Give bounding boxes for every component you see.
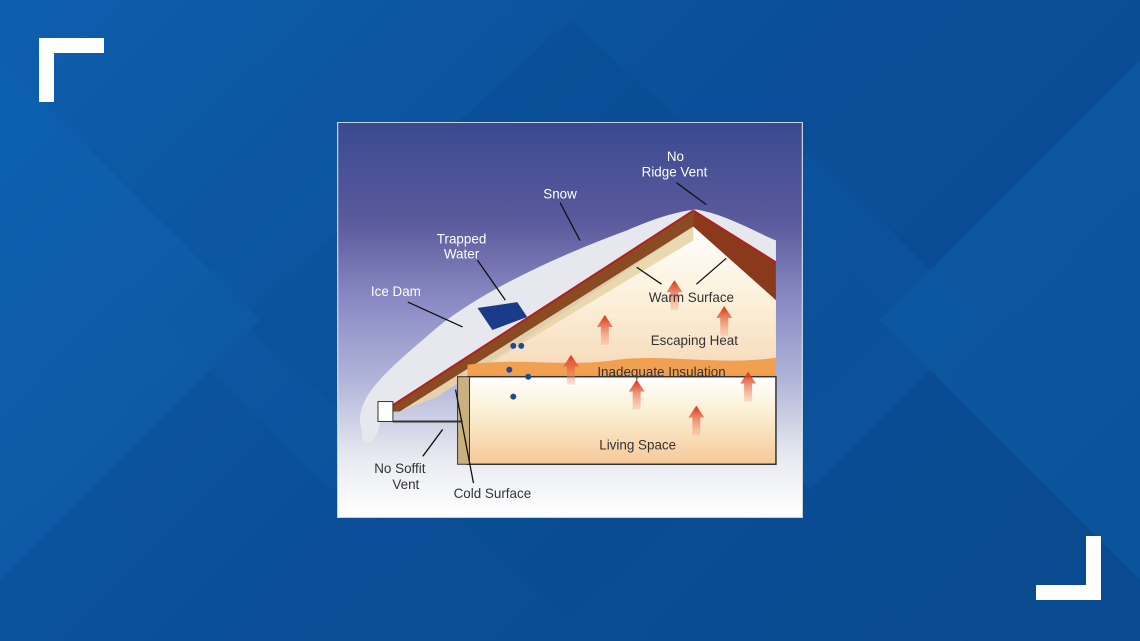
label-no-ridge-vent-line2: Ridge Vent (642, 165, 708, 180)
callout-arrows (407, 182, 727, 484)
roof-underside (399, 226, 694, 412)
label-no-soffit-vent-line2: Vent (392, 477, 419, 492)
label-trapped-water-line1: Trapped (437, 231, 487, 246)
heat-arrow-icon (628, 379, 645, 410)
label-living-space: Living Space (599, 437, 676, 452)
callout-line (559, 202, 581, 241)
label-snow: Snow (543, 187, 577, 202)
water-drops (506, 342, 532, 400)
label-warm-surface: Warm Surface (649, 290, 734, 305)
label-cold-surface: Cold Surface (454, 486, 532, 501)
callout-line (407, 301, 463, 328)
heat-arrow-icon (666, 280, 683, 311)
heat-arrow-icon (740, 371, 757, 402)
fascia (377, 401, 394, 422)
label-inadequate-insulation: Inadequate Insulation (597, 365, 725, 380)
water-drop (525, 373, 532, 380)
heat-arrow-icon (716, 306, 733, 336)
label-ice-dam: Ice Dam (371, 284, 421, 299)
living-space (466, 375, 777, 466)
roof-right (693, 210, 776, 301)
heat-arrow-icon (688, 405, 705, 436)
callout-line (676, 182, 707, 206)
heat-arrows (563, 280, 757, 436)
callout-line (695, 257, 727, 285)
snow (359, 209, 776, 444)
trapped-water (477, 302, 528, 330)
insulation (467, 357, 776, 377)
roof-edge-left (382, 209, 694, 413)
callout-line (454, 389, 475, 484)
attic-space (467, 226, 776, 377)
label-no-ridge-vent-line1: No (667, 149, 684, 164)
roof-edge-right (692, 209, 777, 264)
ice-dam-diagram: No Ridge Vent Snow Trapped Water Ice Dam… (337, 122, 803, 518)
label-trapped-water-line2: Water (444, 246, 480, 261)
callout-line (422, 429, 444, 457)
callout-line (636, 266, 662, 285)
label-no-soffit-vent-line1: No Soffit (374, 461, 426, 476)
water-drop (518, 342, 525, 349)
callout-line (476, 259, 506, 301)
water-drop (506, 366, 513, 373)
heat-arrow-icon (596, 315, 613, 345)
water-drop (510, 393, 517, 400)
water-drop (510, 342, 517, 349)
heat-arrow-icon (563, 354, 579, 385)
label-escaping-heat: Escaping Heat (651, 333, 739, 348)
